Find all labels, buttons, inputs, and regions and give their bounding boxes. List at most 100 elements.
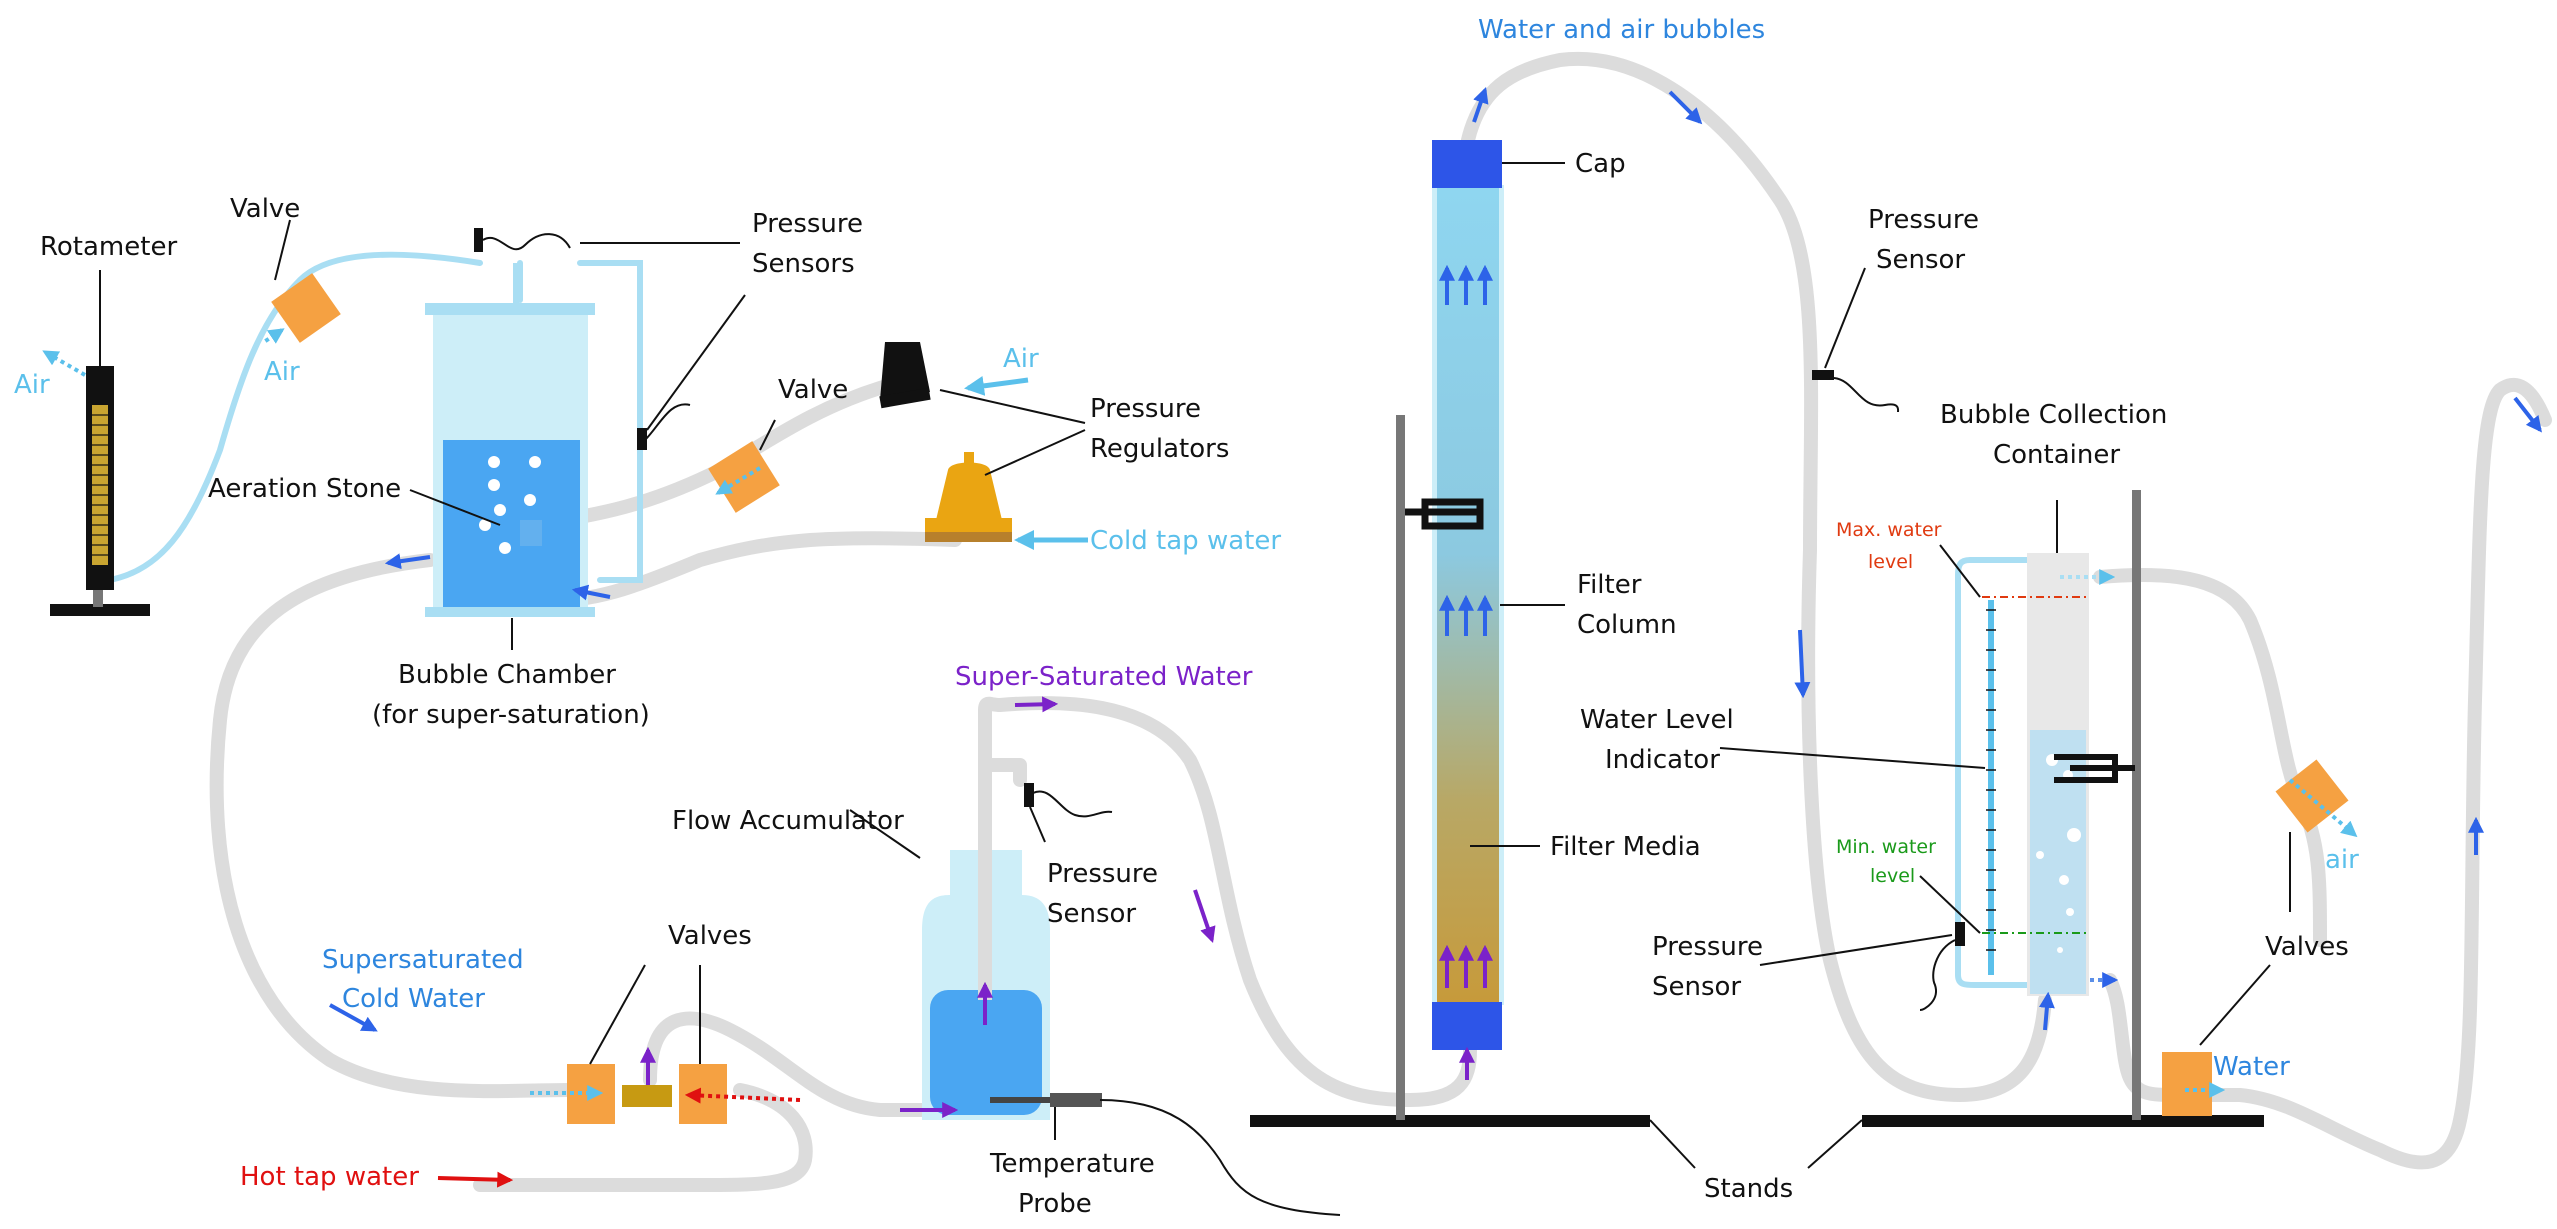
- stand-base-right: [1862, 1115, 2264, 1127]
- rotameter-icon: [50, 366, 150, 616]
- pressure-sensor-icon: [1812, 370, 1834, 380]
- pressure-sensors-label-line2: Sensors: [752, 249, 855, 279]
- flow-arrow-icon: [2038, 991, 2055, 1031]
- pressure-sensor-icon: [1955, 922, 1965, 946]
- water-and-air-bubbles-label: Water and air bubbles: [1478, 15, 1765, 45]
- valve-icon: [2162, 1052, 2212, 1116]
- bubble-chamber-label-line2: (for super-saturation): [372, 700, 650, 730]
- aeration-stone-icon: [520, 520, 542, 546]
- temperature-probe-icon: [990, 1093, 1341, 1216]
- flow-arrow-icon: [1193, 889, 1216, 944]
- water-level-indicator-line2: Indicator: [1605, 745, 1720, 775]
- tube-cap-to-collector: [1461, 51, 2052, 1102]
- air-right-label: air: [2325, 845, 2359, 875]
- water-level-indicator-line1: Water Level: [1580, 705, 1734, 735]
- flow-arrow-group: [1439, 86, 1811, 1080]
- air-arrow-right: [2288, 778, 2358, 838]
- bubble-chamber-label-line1: Bubble Chamber: [398, 660, 616, 690]
- valve-icon: [271, 273, 341, 343]
- air-line-chamber-right: [577, 260, 643, 583]
- pressure-sensor-mid-line2: Sensor: [1047, 899, 1136, 929]
- temperature-probe-line2: Probe: [1018, 1189, 1092, 1219]
- stand-rod-left: [1396, 415, 1405, 1120]
- pressure-regulator-icon: [879, 342, 931, 409]
- tube-cold-tap: [553, 531, 962, 607]
- cap-label: Cap: [1575, 149, 1626, 179]
- flow-arrow-icon: [1014, 696, 1059, 713]
- supersaturated-cold-water-line1: Supersaturated: [322, 945, 524, 975]
- pressure-sensor-top-right-line2: Sensor: [1876, 245, 1965, 275]
- tubing: [209, 51, 2552, 1192]
- pressure-sensor-icon: [474, 228, 483, 252]
- pressure-sensor-right-line2: Sensor: [1652, 972, 1741, 1002]
- min-water-level-line1: Min. water: [1836, 836, 1936, 858]
- mixer-junction: [622, 1085, 672, 1107]
- flow-accumulator-icon: [922, 760, 1050, 1120]
- flow-arrow-icon: [384, 553, 431, 570]
- air-regulator-label: Air: [1003, 344, 1039, 374]
- valve-middle-label: Valve: [778, 375, 848, 405]
- flow-arrow-icon: [2513, 396, 2542, 433]
- valve-icon: [567, 1064, 615, 1124]
- stand-base-left: [1250, 1115, 1650, 1127]
- tube-chamber-to-valves: [209, 553, 577, 1099]
- air-line-chamber-to-rotameter: [107, 251, 483, 583]
- clamp-icon: [1405, 498, 1484, 530]
- bubble-chamber-icon: [425, 263, 595, 617]
- cap-icon: [1432, 1002, 1502, 1050]
- pressure-sensor-mid-line1: Pressure: [1047, 859, 1158, 889]
- pressure-sensor-right-line1: Pressure: [1652, 932, 1763, 962]
- hot-tap-water-label: Hot tap water: [240, 1162, 419, 1192]
- indicator-tube: [1955, 557, 2038, 988]
- tube-collector-overflow: [2093, 567, 2327, 947]
- bubble-collection-label-line2: Container: [1993, 440, 2120, 470]
- flow-arrow-icon: [684, 1087, 801, 1104]
- flow-accumulator-label: Flow Accumulator: [672, 806, 904, 836]
- super-saturated-water-label: Super-Saturated Water: [955, 662, 1253, 692]
- pressure-sensor-top-right-line1: Pressure: [1868, 205, 1979, 235]
- air-arrow-regulator: [964, 375, 1029, 396]
- stands: [1250, 415, 2264, 1127]
- aeration-stone-label: Aeration Stone: [208, 474, 401, 504]
- valve-top-label: Valve: [230, 194, 300, 224]
- pressure-regulators-label-line2: Regulators: [1090, 434, 1229, 464]
- supersaturated-cold-water-line2: Cold Water: [342, 984, 485, 1014]
- cap-icon: [1432, 140, 1502, 188]
- air-under-valve-label: Air: [264, 357, 300, 387]
- pressure-sensor-icon: [637, 428, 647, 450]
- valves-bottom-label: Valves: [668, 921, 752, 951]
- filter-column-icon: [1432, 185, 1504, 1005]
- clamp-icon: [2054, 754, 2135, 783]
- air-left-label: Air: [14, 370, 50, 400]
- pressure-regulator-icon: [925, 452, 1012, 542]
- stands-label: Stands: [1704, 1174, 1793, 1204]
- stand-rod-right: [2132, 490, 2141, 1120]
- min-water-level-line2: level: [1870, 865, 1915, 887]
- tube-accumulator-to-column: [978, 696, 1477, 1107]
- cold-tap-water-label: Cold tap water: [1090, 526, 1281, 556]
- filter-column-line2: Column: [1577, 610, 1677, 640]
- bubble-collection-container-icon: [2027, 553, 2089, 996]
- tube-hot-loop: [473, 1083, 813, 1192]
- pressure-regulators-label-line1: Pressure: [1090, 394, 1201, 424]
- flow-arrow-icon: [329, 1003, 378, 1032]
- water-level-indicator-icon: [1986, 600, 1996, 975]
- water-right-label: Water: [2213, 1052, 2290, 1082]
- temperature-probe-line1: Temperature: [989, 1149, 1155, 1179]
- flow-arrow-icon: [571, 584, 611, 601]
- air-arrow-valve: [262, 328, 285, 344]
- bubble-collection-label-line1: Bubble Collection: [1940, 400, 2167, 430]
- air-lines: [107, 251, 2038, 988]
- flow-arrow-icon: [437, 1171, 514, 1188]
- rotameter-label: Rotameter: [40, 232, 177, 262]
- air-out-arrow: [42, 350, 86, 377]
- filter-column-line1: Filter: [1577, 570, 1642, 600]
- tube-mixer-to-accumulator: [643, 1011, 932, 1117]
- valves-right-label: Valves: [2265, 932, 2349, 962]
- air-arrow-valve-mid: [715, 466, 762, 495]
- pressure-sensor-icon: [1024, 783, 1034, 807]
- max-water-level-line2: level: [1868, 551, 1913, 573]
- max-water-level-line1: Max. water: [1836, 519, 1942, 541]
- tube-sensor-branch: [978, 758, 1027, 787]
